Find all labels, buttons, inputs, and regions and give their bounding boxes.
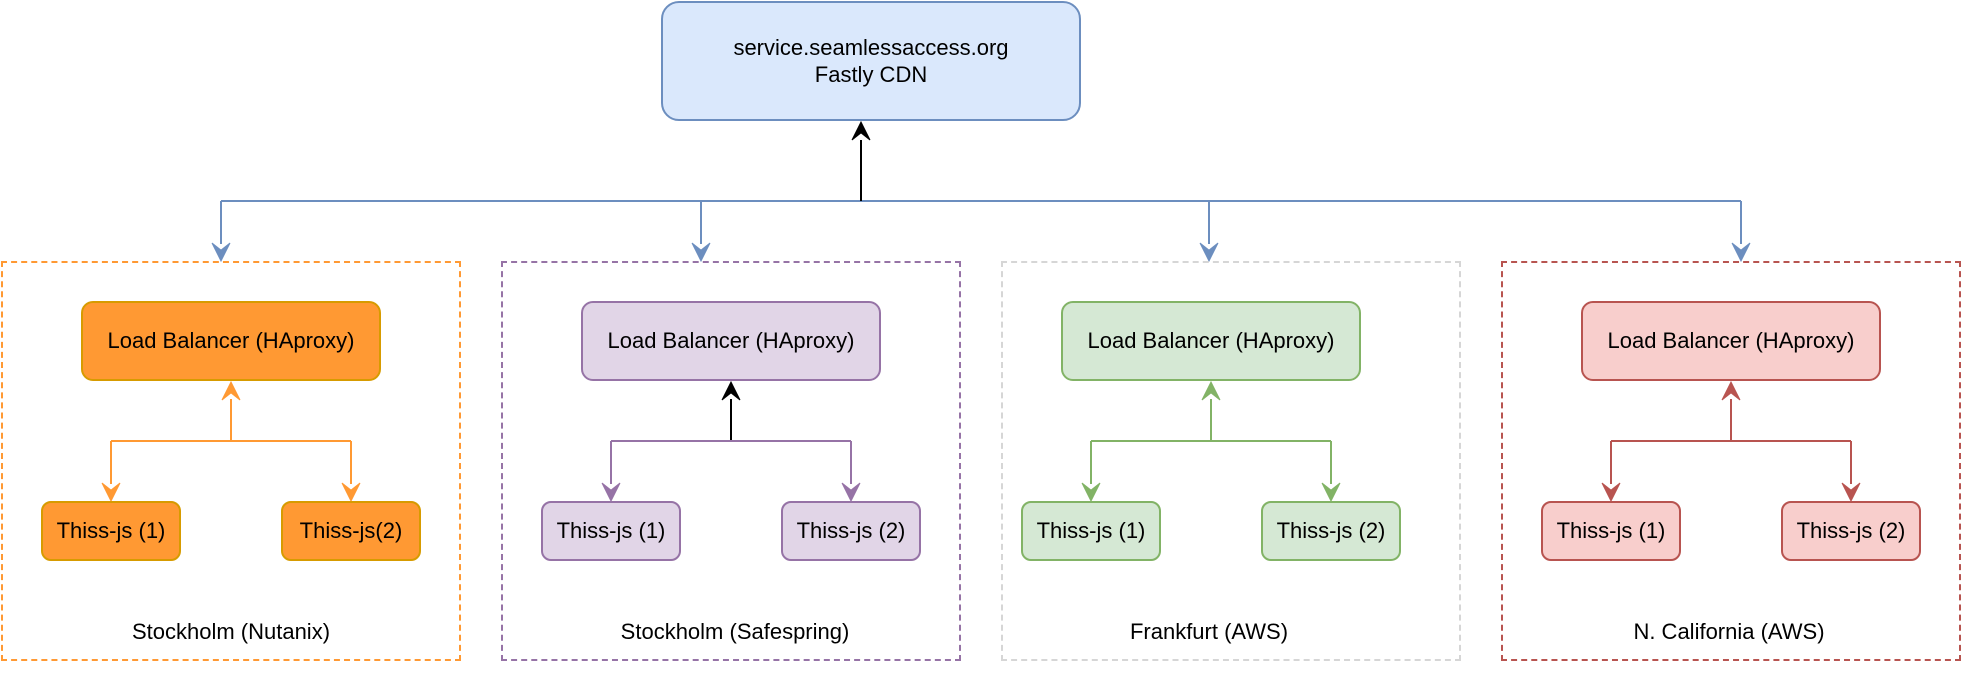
load-balancer-label: Load Balancer (HAproxy) bbox=[1607, 328, 1855, 353]
worker-arrowhead bbox=[341, 482, 361, 503]
region-label: Frankfurt (AWS) bbox=[1129, 619, 1289, 644]
worker-arrowhead bbox=[1841, 482, 1861, 503]
fanout-arrowhead bbox=[1731, 242, 1751, 263]
fanout-arrowhead bbox=[1199, 242, 1219, 263]
lb-uplink-arrowhead bbox=[1201, 380, 1221, 401]
cdn-node: service.seamlessaccess.org Fastly CDN bbox=[661, 1, 1081, 121]
lb-uplink-arrowhead bbox=[1721, 380, 1741, 401]
worker-label: Thiss-js(2) bbox=[299, 518, 403, 543]
worker-label: Thiss-js (1) bbox=[1556, 518, 1666, 543]
worker-node-1: Thiss-js (1) bbox=[1541, 501, 1681, 561]
region-label: Stockholm (Nutanix) bbox=[131, 619, 331, 644]
worker-node-2: Thiss-js (2) bbox=[1781, 501, 1921, 561]
worker-arrowhead bbox=[1321, 482, 1341, 503]
worker-node-1: Thiss-js (1) bbox=[41, 501, 181, 561]
worker-arrowhead bbox=[101, 482, 121, 503]
region-stockholm-nutanix bbox=[1, 261, 461, 661]
worker-node-2: Thiss-js(2) bbox=[281, 501, 421, 561]
worker-node-2: Thiss-js (2) bbox=[781, 501, 921, 561]
worker-node-1: Thiss-js (1) bbox=[1021, 501, 1161, 561]
worker-label: Thiss-js (2) bbox=[1276, 518, 1386, 543]
worker-label: Thiss-js (2) bbox=[1796, 518, 1906, 543]
load-balancer-label: Load Balancer (HAproxy) bbox=[1087, 328, 1335, 353]
root-arrowhead bbox=[851, 120, 871, 141]
worker-label: Thiss-js (2) bbox=[796, 518, 906, 543]
worker-arrowhead bbox=[1081, 482, 1101, 503]
worker-arrowhead bbox=[841, 482, 861, 503]
lb-uplink-arrowhead bbox=[221, 380, 241, 401]
worker-node-1: Thiss-js (1) bbox=[541, 501, 681, 561]
region-label: Stockholm (Safespring) bbox=[620, 619, 850, 644]
region-frankfurt-aws bbox=[1001, 261, 1461, 661]
region-label: N. California (AWS) bbox=[1633, 619, 1825, 644]
fanout-arrowhead bbox=[211, 242, 231, 263]
lb-uplink-arrowhead bbox=[721, 380, 741, 401]
load-balancer-node: Load Balancer (HAproxy) bbox=[81, 301, 381, 381]
worker-arrowhead bbox=[601, 482, 621, 503]
load-balancer-node: Load Balancer (HAproxy) bbox=[1061, 301, 1361, 381]
cdn-provider-label: Fastly CDN bbox=[814, 62, 928, 87]
region-n-california-aws bbox=[1501, 261, 1961, 661]
worker-arrowhead bbox=[1601, 482, 1621, 503]
worker-label: Thiss-js (1) bbox=[1036, 518, 1146, 543]
load-balancer-node: Load Balancer (HAproxy) bbox=[1581, 301, 1881, 381]
fanout-arrowhead bbox=[691, 242, 711, 263]
load-balancer-label: Load Balancer (HAproxy) bbox=[607, 328, 855, 353]
load-balancer-node: Load Balancer (HAproxy) bbox=[581, 301, 881, 381]
worker-node-2: Thiss-js (2) bbox=[1261, 501, 1401, 561]
worker-label: Thiss-js (1) bbox=[556, 518, 666, 543]
load-balancer-label: Load Balancer (HAproxy) bbox=[107, 328, 355, 353]
cdn-domain-label: service.seamlessaccess.org bbox=[733, 35, 1009, 60]
worker-label: Thiss-js (1) bbox=[56, 518, 166, 543]
region-stockholm-safespring bbox=[501, 261, 961, 661]
